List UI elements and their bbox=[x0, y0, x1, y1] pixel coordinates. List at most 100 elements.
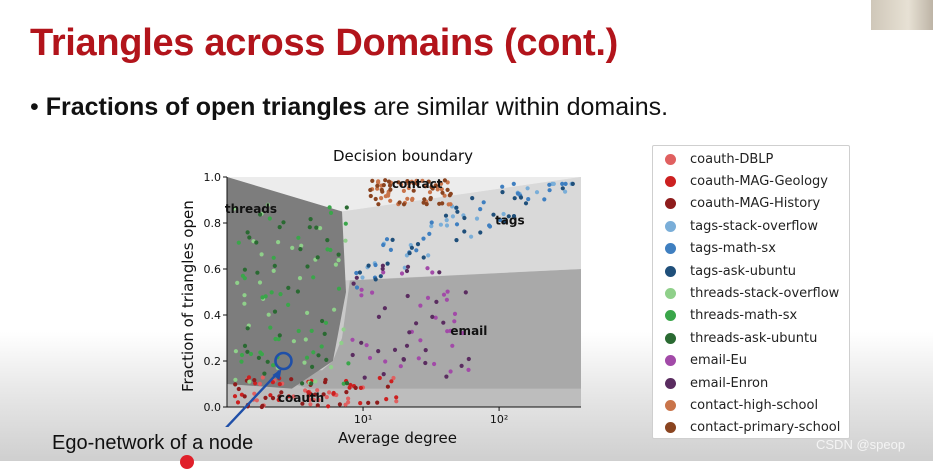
scatter-point-threads-math-sx bbox=[236, 240, 241, 245]
scatter-point-coauth-MAG-Geology bbox=[246, 375, 252, 380]
scatter-point-threads-ask-ubuntu bbox=[324, 357, 329, 362]
scatter-point-email-Enron bbox=[376, 349, 381, 354]
scatter-point-threads-math-sx bbox=[248, 351, 254, 357]
scatter-point-coauth-DBLP bbox=[346, 396, 351, 401]
legend-label: coauth-MAG-Geology bbox=[690, 173, 828, 189]
legend-item: contact-high-school bbox=[665, 395, 818, 415]
scatter-point-contact-high-school bbox=[439, 187, 444, 192]
scatter-point-tags-ask-ubuntu bbox=[511, 214, 517, 219]
scatter-point-email-Eu bbox=[364, 343, 369, 348]
scatter-point-threads-ask-ubuntu bbox=[320, 318, 325, 324]
scatter-point-threads-ask-ubuntu bbox=[255, 270, 260, 275]
scatter-point-coauth-MAG-History bbox=[259, 404, 264, 410]
scatter-point-contact-primary-school bbox=[387, 183, 393, 188]
ego-node-arrow bbox=[225, 370, 281, 427]
scatter-point-threads-math-sx bbox=[327, 205, 332, 210]
scatter-point-threads-stack-overflow bbox=[257, 280, 263, 285]
scatter-point-tags-math-sx bbox=[478, 207, 483, 212]
scatter-point-email-Eu bbox=[441, 292, 447, 297]
scatter-point-tags-math-sx bbox=[454, 222, 460, 227]
scatter-point-contact-high-school bbox=[423, 184, 428, 189]
legend-item: threads-math-sx bbox=[665, 306, 797, 326]
scatter-point-email-Eu bbox=[367, 355, 373, 361]
scatter-point-email-Enron bbox=[405, 293, 410, 299]
scatter-point-email-Eu bbox=[383, 359, 388, 364]
scatter-point-tags-ask-ubuntu bbox=[373, 277, 378, 282]
scatter-point-tags-math-sx bbox=[354, 285, 360, 290]
scatter-point-threads-stack-overflow bbox=[303, 337, 308, 342]
legend-label: threads-math-sx bbox=[690, 308, 798, 324]
scatter-point-email-Eu bbox=[430, 270, 435, 275]
scatter-point-coauth-MAG-Geology bbox=[358, 385, 363, 390]
scatter-point-email-Enron bbox=[405, 264, 411, 269]
scatter-point-threads-ask-ubuntu bbox=[245, 349, 250, 354]
scatter-point-tags-math-sx bbox=[487, 224, 493, 229]
scatter-point-threads-ask-ubuntu bbox=[286, 285, 291, 290]
scatter-point-email-Eu bbox=[445, 329, 450, 334]
scatter-point-email-Eu bbox=[432, 361, 437, 367]
scatter-point-tags-math-sx bbox=[414, 248, 419, 253]
scatter-point-threads-math-sx bbox=[343, 221, 348, 226]
scatter-point-threads-math-sx bbox=[319, 344, 324, 349]
scatter-point-contact-primary-school bbox=[428, 197, 433, 202]
scatter-point-email-Eu bbox=[425, 295, 431, 300]
scatter-point-email-Eu bbox=[445, 289, 450, 294]
scatter-point-contact-high-school bbox=[427, 190, 433, 195]
scatter-point-tags-ask-ubuntu bbox=[454, 205, 459, 210]
scatter-point-coauth-DBLP bbox=[315, 388, 320, 393]
scatter-point-coauth-DBLP bbox=[307, 397, 312, 403]
scatter-point-threads-stack-overflow bbox=[271, 268, 276, 273]
scatter-point-tags-math-sx bbox=[381, 242, 386, 248]
scatter-point-threads-stack-overflow bbox=[297, 276, 303, 281]
scatter-point-threads-ask-ubuntu bbox=[336, 252, 341, 257]
scatter-point-email-Enron bbox=[351, 281, 356, 286]
scatter-point-threads-ask-ubuntu bbox=[298, 247, 303, 252]
scatter-point-tags-ask-ubuntu bbox=[462, 229, 467, 234]
scatter-point-threads-math-sx bbox=[239, 359, 244, 364]
scatter-point-contact-primary-school bbox=[415, 181, 420, 187]
legend-label: threads-ask-ubuntu bbox=[690, 330, 818, 346]
scatter-point-coauth-MAG-Geology bbox=[331, 390, 336, 396]
y-tick-label: 0.0 bbox=[204, 401, 222, 414]
scatter-point-coauth-MAG-Geology bbox=[277, 382, 282, 387]
scatter-point-threads-ask-ubuntu bbox=[344, 381, 350, 386]
scatter-point-contact-high-school bbox=[437, 180, 442, 185]
scatter-point-email-Enron bbox=[414, 321, 419, 326]
scatter-point-threads-ask-ubuntu bbox=[325, 238, 330, 243]
scatter-point-email-Enron bbox=[441, 320, 446, 325]
scatter-point-threads-math-sx bbox=[268, 325, 273, 330]
scatter-point-threads-stack-overflow bbox=[343, 238, 348, 243]
scatter-point-email-Eu bbox=[452, 311, 458, 316]
scatter-point-tags-ask-ubuntu bbox=[415, 242, 421, 247]
scatter-point-contact-primary-school bbox=[426, 179, 431, 184]
scatter-point-threads-ask-ubuntu bbox=[307, 225, 312, 230]
scatter-point-threads-math-sx bbox=[323, 320, 329, 325]
legend-item: email-Enron bbox=[665, 373, 768, 393]
legend-item: email-Eu bbox=[665, 351, 747, 371]
legend-item: coauth-DBLP bbox=[665, 149, 773, 169]
scatter-point-threads-stack-overflow bbox=[276, 240, 281, 245]
scatter-point-email-Enron bbox=[459, 363, 464, 368]
scatter-point-contact-high-school bbox=[405, 196, 410, 201]
scatter-point-threads-ask-ubuntu bbox=[272, 309, 278, 314]
scatter-point-threads-stack-overflow bbox=[305, 310, 310, 315]
scatter-point-tags-stack-overflow bbox=[444, 223, 450, 228]
scatter-point-tags-ask-ubuntu bbox=[390, 237, 395, 242]
bullet-bold-phrase: Fractions of open triangles bbox=[45, 93, 367, 121]
scatter-point-threads-math-sx bbox=[311, 350, 316, 355]
scatter-point-tags-ask-ubuntu bbox=[491, 212, 496, 217]
scatter-point-threads-math-sx bbox=[267, 216, 272, 221]
scatter-point-coauth-MAG-Geology bbox=[268, 393, 273, 398]
scatter-point-tags-stack-overflow bbox=[450, 214, 455, 219]
scatter-point-threads-ask-ubuntu bbox=[262, 371, 267, 376]
webcam-thumbnail bbox=[871, 0, 933, 30]
scatter-point-tags-stack-overflow bbox=[563, 189, 568, 194]
scatter-point-threads-ask-ubuntu bbox=[281, 220, 286, 225]
y-tick-label: 0.2 bbox=[204, 355, 222, 368]
scatter-point-email-Enron bbox=[437, 270, 442, 275]
scatter-point-threads-stack-overflow bbox=[232, 206, 237, 211]
legend-item: threads-stack-overflow bbox=[665, 283, 839, 303]
region-label-coauth: coauth bbox=[278, 391, 324, 405]
scatter-point-tags-math-sx bbox=[388, 247, 393, 252]
legend-item: tags-ask-ubuntu bbox=[665, 261, 796, 281]
